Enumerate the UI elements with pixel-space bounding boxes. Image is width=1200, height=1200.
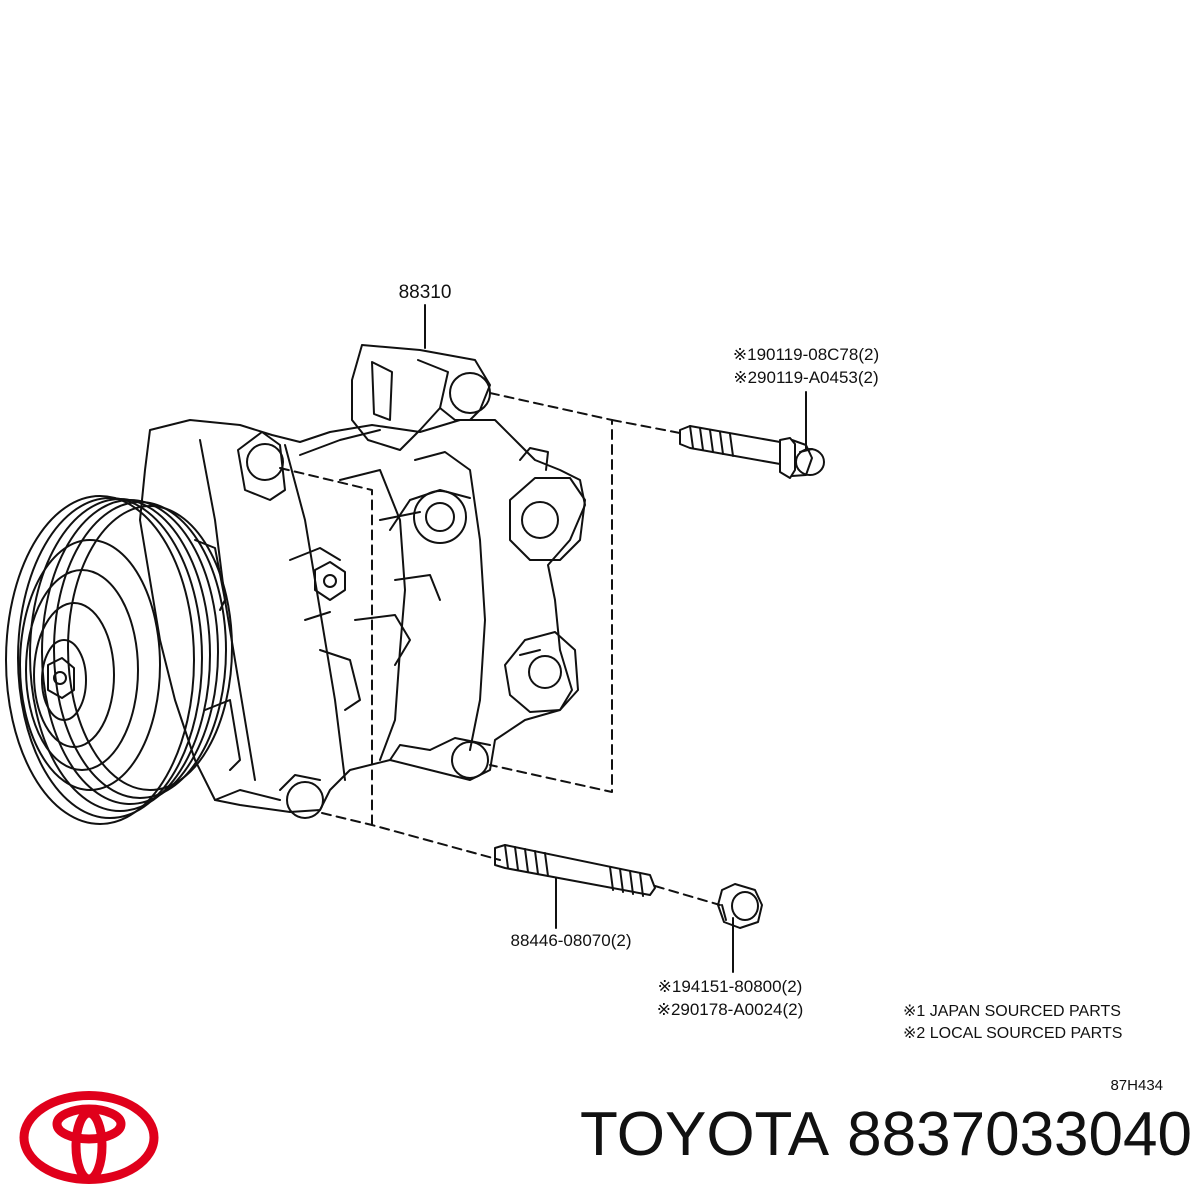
toyota-logo-icon [19,1091,159,1184]
leader-lines [424,304,807,973]
nut-drawing [717,883,763,929]
brand-name: TOYOTA [579,1100,830,1169]
part-number: 8837033040 [847,1100,1192,1169]
stud-drawing [494,844,656,897]
pulley-drawing [5,495,241,825]
callout-nut-2: ※290178-A0024(2) [657,1000,804,1019]
callout-compressor: 88310 [399,282,452,303]
callout-bolt-upper-1: ※190119-08C78(2) [733,345,879,364]
assembly-dashed-lines [279,392,721,906]
upper-bolt-drawing [679,425,825,479]
callout-nut-1: ※194151-80800(2) [658,977,803,996]
callout-stud: 88446-08070(2) [511,931,632,950]
callout-bolt-upper-2: ※290119-A0453(2) [733,368,878,387]
diagram-reference: 87H434 [1110,1077,1163,1094]
note-japan-sourced: ※1 JAPAN SOURCED PARTS [903,1003,1121,1020]
note-local-sourced: ※2 LOCAL SOURCED PARTS [903,1025,1122,1042]
compressor-drawing [139,344,586,819]
